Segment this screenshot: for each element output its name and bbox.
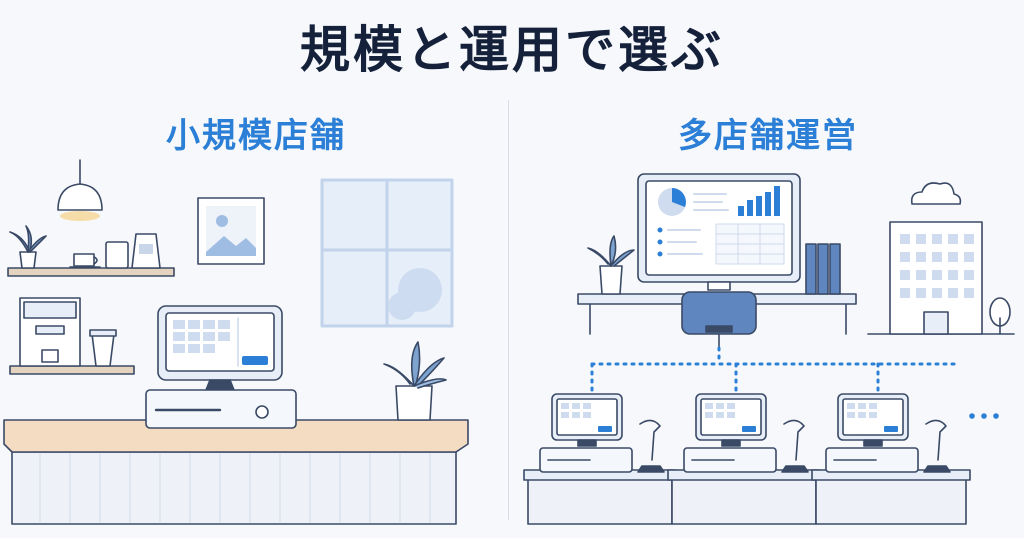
barcode-scanner-icon bbox=[923, 419, 951, 473]
mug-icon bbox=[105, 241, 129, 269]
plant-icon bbox=[587, 235, 635, 295]
mug-icon bbox=[69, 253, 101, 268]
store-counter bbox=[811, 469, 971, 525]
picture-frame-icon bbox=[197, 197, 265, 265]
plant-icon bbox=[383, 341, 447, 421]
window-icon bbox=[320, 178, 454, 328]
pos-terminal-icon bbox=[837, 393, 909, 447]
pendant-lamp-icon bbox=[57, 159, 103, 221]
office-building-icon bbox=[867, 221, 1015, 335]
cloud-icon bbox=[910, 182, 962, 205]
cash-drawer-icon bbox=[683, 447, 777, 473]
wall-shelf bbox=[7, 267, 175, 277]
office-chair-icon bbox=[681, 291, 757, 349]
barcode-scanner-icon bbox=[781, 419, 809, 473]
center-divider bbox=[508, 100, 509, 520]
ellipsis-icon bbox=[969, 413, 999, 419]
pos-terminal-icon bbox=[157, 305, 283, 391]
coffee-cup-icon bbox=[89, 329, 117, 367]
coffee-bag-icon bbox=[131, 233, 161, 269]
page-title: 規模と運用で選ぶ bbox=[300, 21, 724, 79]
monitor-dashboard-icon bbox=[637, 173, 801, 291]
plant-icon bbox=[9, 225, 47, 269]
cash-drawer-icon bbox=[145, 389, 297, 429]
shop-counter bbox=[3, 419, 469, 525]
tree-icon bbox=[989, 297, 1011, 335]
store-counter bbox=[667, 469, 821, 525]
small-store-heading: 小規模店舗 bbox=[166, 116, 346, 156]
cash-drawer-icon bbox=[539, 447, 633, 473]
pos-terminal-icon bbox=[695, 393, 767, 447]
network-connection bbox=[590, 346, 962, 394]
multi-store-heading: 多店舗運営 bbox=[678, 116, 858, 156]
barcode-scanner-icon bbox=[637, 419, 665, 473]
store-counter bbox=[523, 469, 677, 525]
binder-icon bbox=[805, 243, 841, 295]
espresso-machine-icon bbox=[19, 297, 81, 367]
cash-drawer-icon bbox=[825, 447, 919, 473]
counter-shelf bbox=[9, 365, 135, 375]
pos-terminal-icon bbox=[551, 393, 623, 447]
